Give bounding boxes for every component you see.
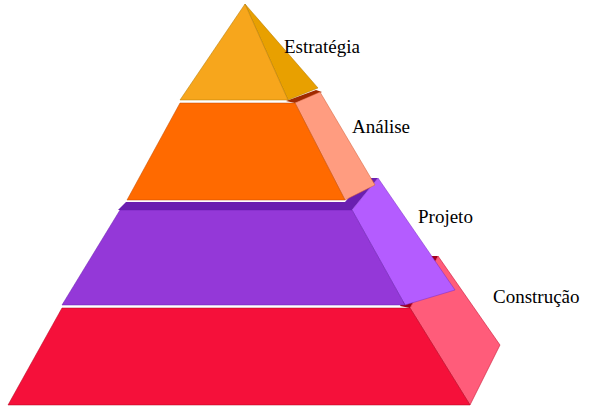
tier-label: Construção xyxy=(493,286,580,309)
tier-label-node: Estratégia xyxy=(284,36,360,59)
tier-label: Projeto xyxy=(418,206,473,229)
tier-front xyxy=(62,210,405,305)
tier-label: Estratégia xyxy=(284,36,360,59)
tier-front xyxy=(8,308,470,405)
tier-label-node: Construção xyxy=(493,286,580,309)
tier-front xyxy=(127,103,345,200)
tier-label: Análise xyxy=(352,116,410,139)
tier-front xyxy=(180,4,288,100)
tier-label-node: Projeto xyxy=(418,206,473,229)
tier-label-node: Análise xyxy=(352,116,410,139)
